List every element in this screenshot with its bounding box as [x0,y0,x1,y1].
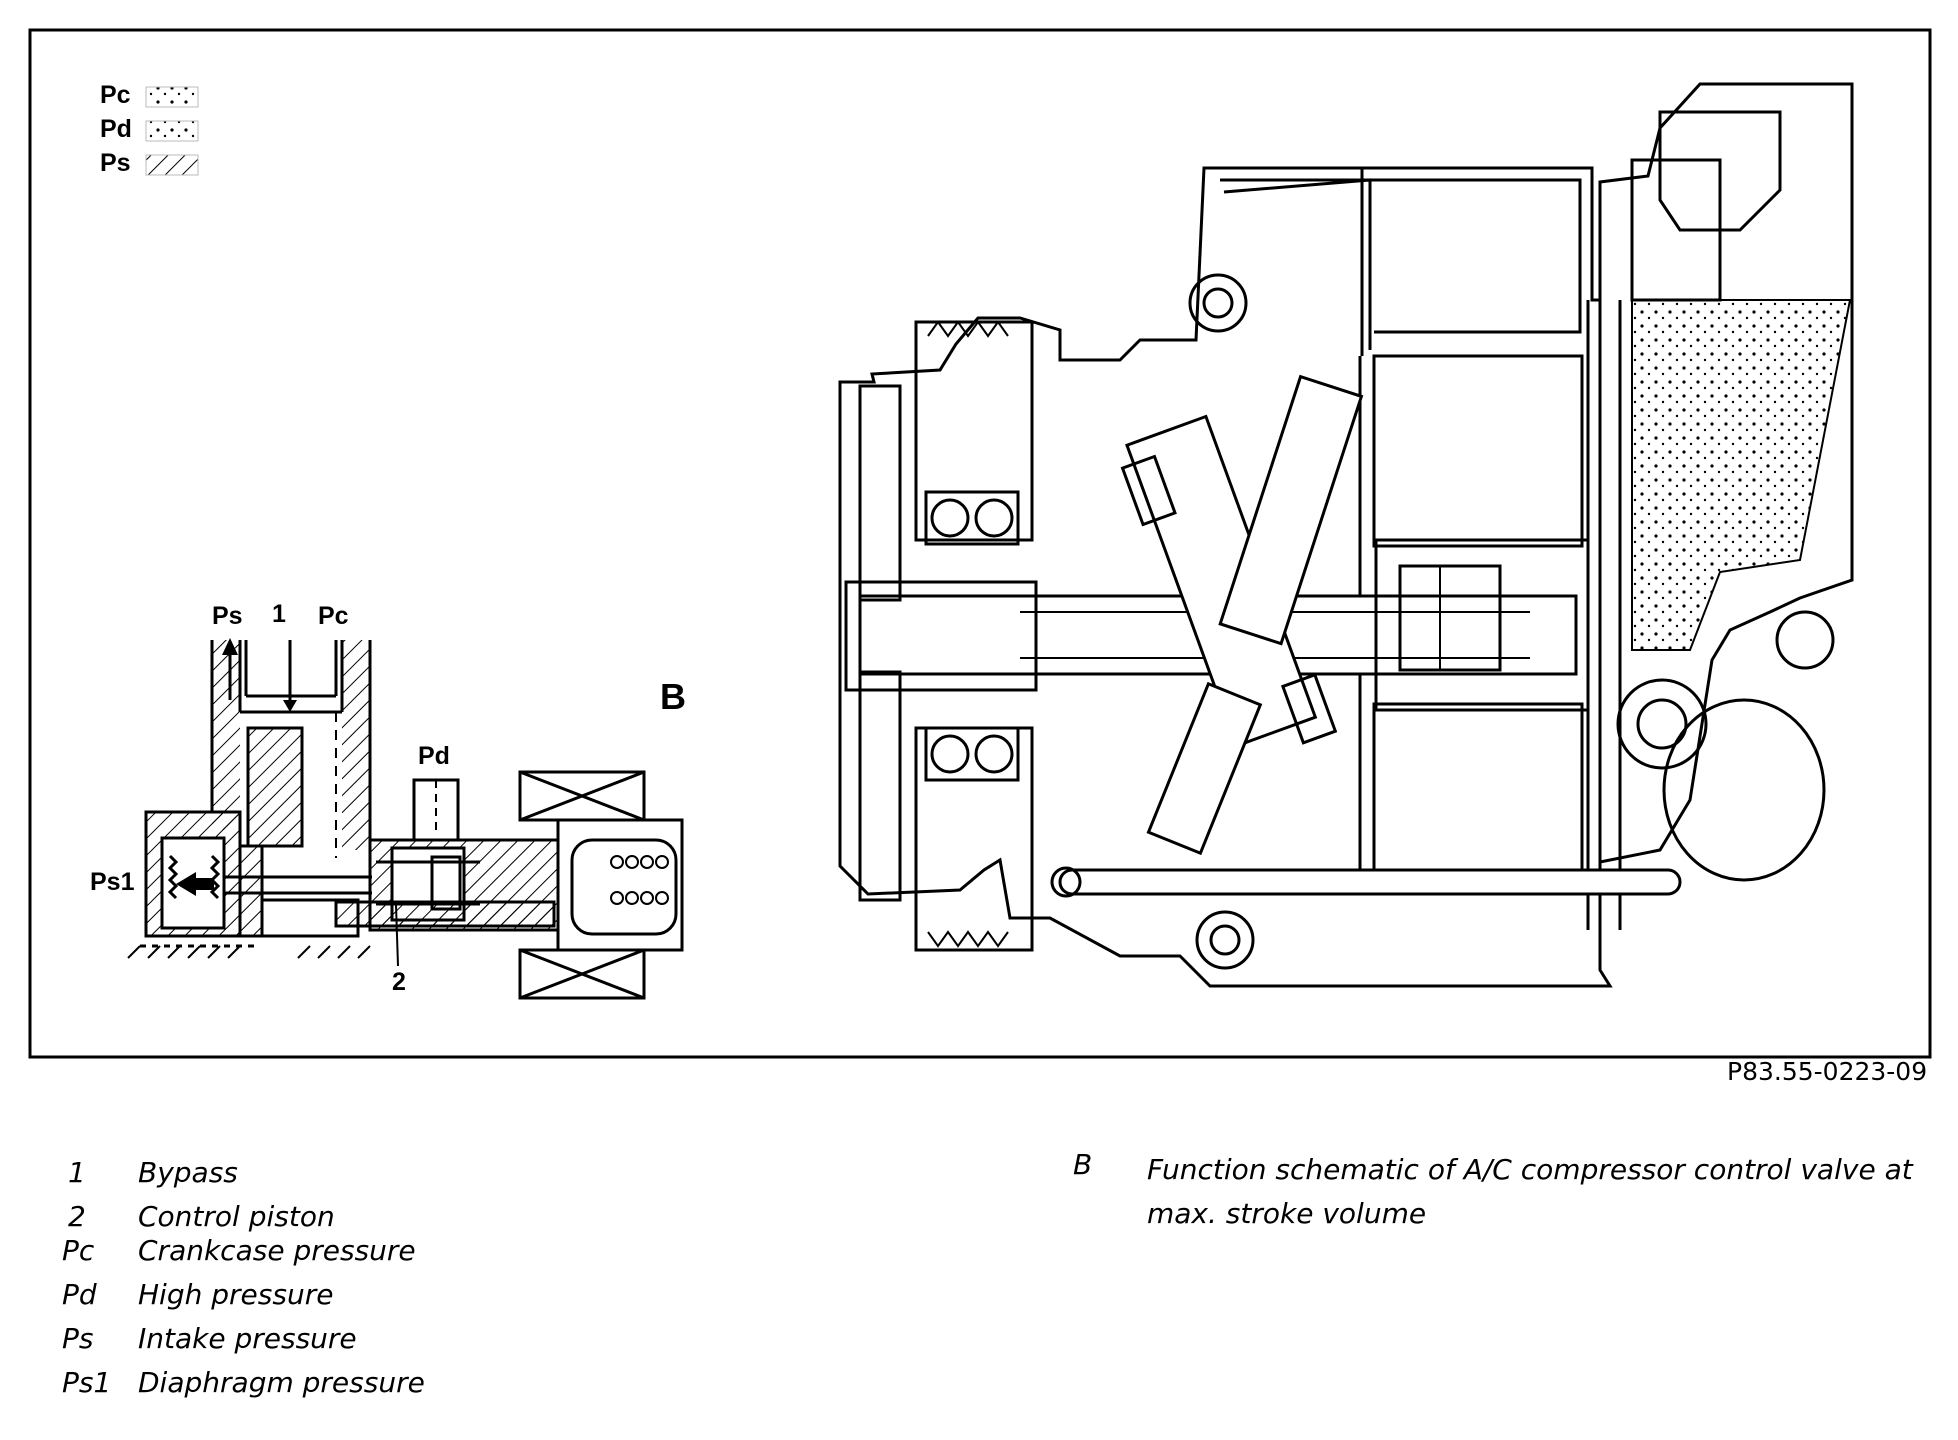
legend-text: High pressure [138,1278,334,1311]
legend-text: Crankcase pressure [138,1234,416,1267]
legend-text: Intake pressure [138,1322,357,1355]
description-key: B [1073,1148,1093,1181]
legend-text: Control piston [138,1200,335,1233]
label-control-piston-2: 2 [392,968,406,996]
compressor-cross-section [838,82,1854,988]
legend-key: 2 [68,1200,86,1233]
figure-frame [28,28,1932,1059]
label-b: B [660,676,686,717]
label-bypass-1: 1 [272,600,286,628]
key-label-ps: Ps [100,149,131,177]
legend-key: 1 [68,1156,86,1189]
legend-key: Pd [62,1278,97,1311]
legend-text: Diaphragm pressure [138,1366,425,1399]
key-label-pc: Pc [100,81,131,109]
legend-key: Ps1 [62,1366,112,1399]
label-pd: Pd [418,742,450,770]
legend-key: Ps [62,1322,94,1355]
pc-swatch [145,86,199,108]
label-ps1: Ps1 [90,868,135,896]
ps-swatch [145,154,199,176]
control-valve-schematic [127,638,684,1000]
description-text: Function schematic of A/C compressor con… [1147,1153,1913,1230]
label-pc: Pc [318,602,349,630]
label-ps: Ps [212,602,243,630]
pd-swatch [145,120,199,142]
legend-key: Pc [62,1234,95,1267]
legend-text: Bypass [138,1156,238,1189]
figure-reference-code: P83.55-0223-09 [1727,1057,1928,1086]
key-label-pd: Pd [100,115,132,143]
